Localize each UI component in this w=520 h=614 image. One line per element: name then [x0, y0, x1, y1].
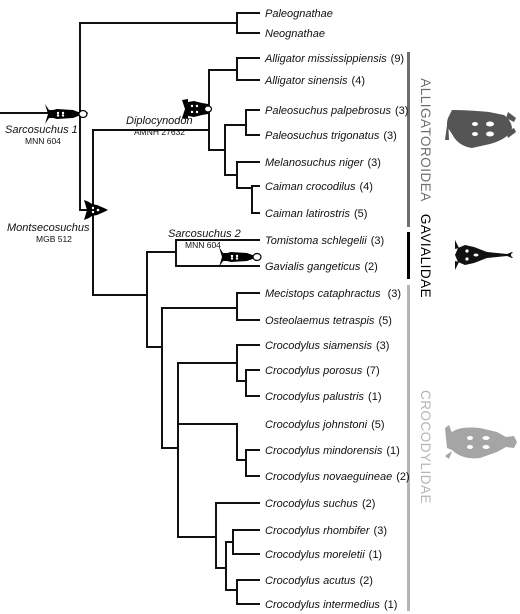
taxon-label: Caiman crocodilus(4) [265, 181, 373, 193]
taxon-label: Crocodylus intermedius(1) [265, 599, 397, 611]
gharial-skull-silhouette [455, 240, 515, 270]
taxon-label: Tomistoma schlegelii(3) [265, 235, 384, 247]
taxon-labels: Paleognathae Neognathae Alligator missis… [264, 8, 410, 611]
gavialidae-bar [407, 232, 410, 279]
taxon-label: Alligator sinensis(4) [264, 75, 365, 87]
group-gavialidae: GAVIALIDAE [418, 214, 433, 298]
group-alligatoroidea: ALLIGATOROIDEA [418, 78, 433, 202]
taxon-label: Neognathae [265, 28, 325, 40]
fossil-label-sarcosuchus-2: Sarcosuchus 2 [168, 228, 241, 240]
alligator-skull-silhouette [445, 110, 516, 148]
diplocynodon-skull-icon [182, 99, 213, 119]
taxon-label: Paleosuchus palpebrosus(3) [265, 105, 408, 117]
taxon-label: Crocodylus porosus(7) [265, 365, 380, 377]
taxon-label: Paleognathae [265, 8, 333, 20]
taxon-label: Crocodylus suchus(2) [265, 498, 375, 510]
taxon-label: Mecistops cataphractus(3) [265, 288, 401, 300]
fossil-label-montsecosuchus: Montsecosuchus [7, 222, 90, 234]
taxon-label: Crocodylus siamensis(3) [265, 340, 389, 352]
taxon-label: Crocodylus rhombifer(3) [265, 525, 387, 537]
taxon-label: Paleosuchus trigonatus(3) [265, 130, 397, 142]
fossil-label-diplocynodon: Diplocynodon [126, 115, 193, 127]
taxon-label: Melanosuchus niger(3) [265, 157, 381, 169]
fossil-specimen-montsecosuchus: MGB 512 [36, 234, 72, 244]
group-crocodylidae: CROCODYLIDAE [418, 390, 433, 504]
alligatoroidea-bar [407, 52, 410, 227]
fossil-specimen-sarcosuchus-1: MNN 604 [25, 136, 61, 146]
fossil-specimen-diplocynodon: AMNH 27632 [134, 127, 185, 137]
sarcosuchus-1-skull-icon [45, 104, 88, 124]
fossil-specimen-sarcosuchus-2: MNN 604 [185, 240, 221, 250]
taxon-label: Osteolaemus tetraspis(5) [265, 315, 392, 327]
taxon-label: Crocodylus johnstoni(5) [265, 419, 385, 431]
taxon-label: Crocodylus acutus(2) [265, 575, 373, 587]
tree-branches [0, 12, 260, 605]
crocodile-skull-silhouette [445, 425, 517, 459]
taxon-label: Crocodylus novaeguineae(2) [265, 471, 410, 483]
taxon-label: Gavialis gangeticus(2) [265, 261, 378, 273]
taxon-label: Alligator mississippiensis(9) [264, 53, 404, 65]
fossil-label-sarcosuchus-1: Sarcosuchus 1 [5, 124, 78, 136]
montsecosuchus-skull-icon [84, 200, 108, 220]
taxon-label: Caiman latirostris(5) [265, 208, 367, 220]
taxon-label: Crocodylus mindorensis(1) [265, 445, 400, 457]
taxon-label: Crocodylus moreletii(1) [265, 549, 382, 561]
crocodylidae-bar [407, 285, 410, 611]
sarcosuchus-2-skull-icon [219, 247, 262, 267]
taxon-label: Crocodylus palustris(1) [265, 391, 382, 403]
